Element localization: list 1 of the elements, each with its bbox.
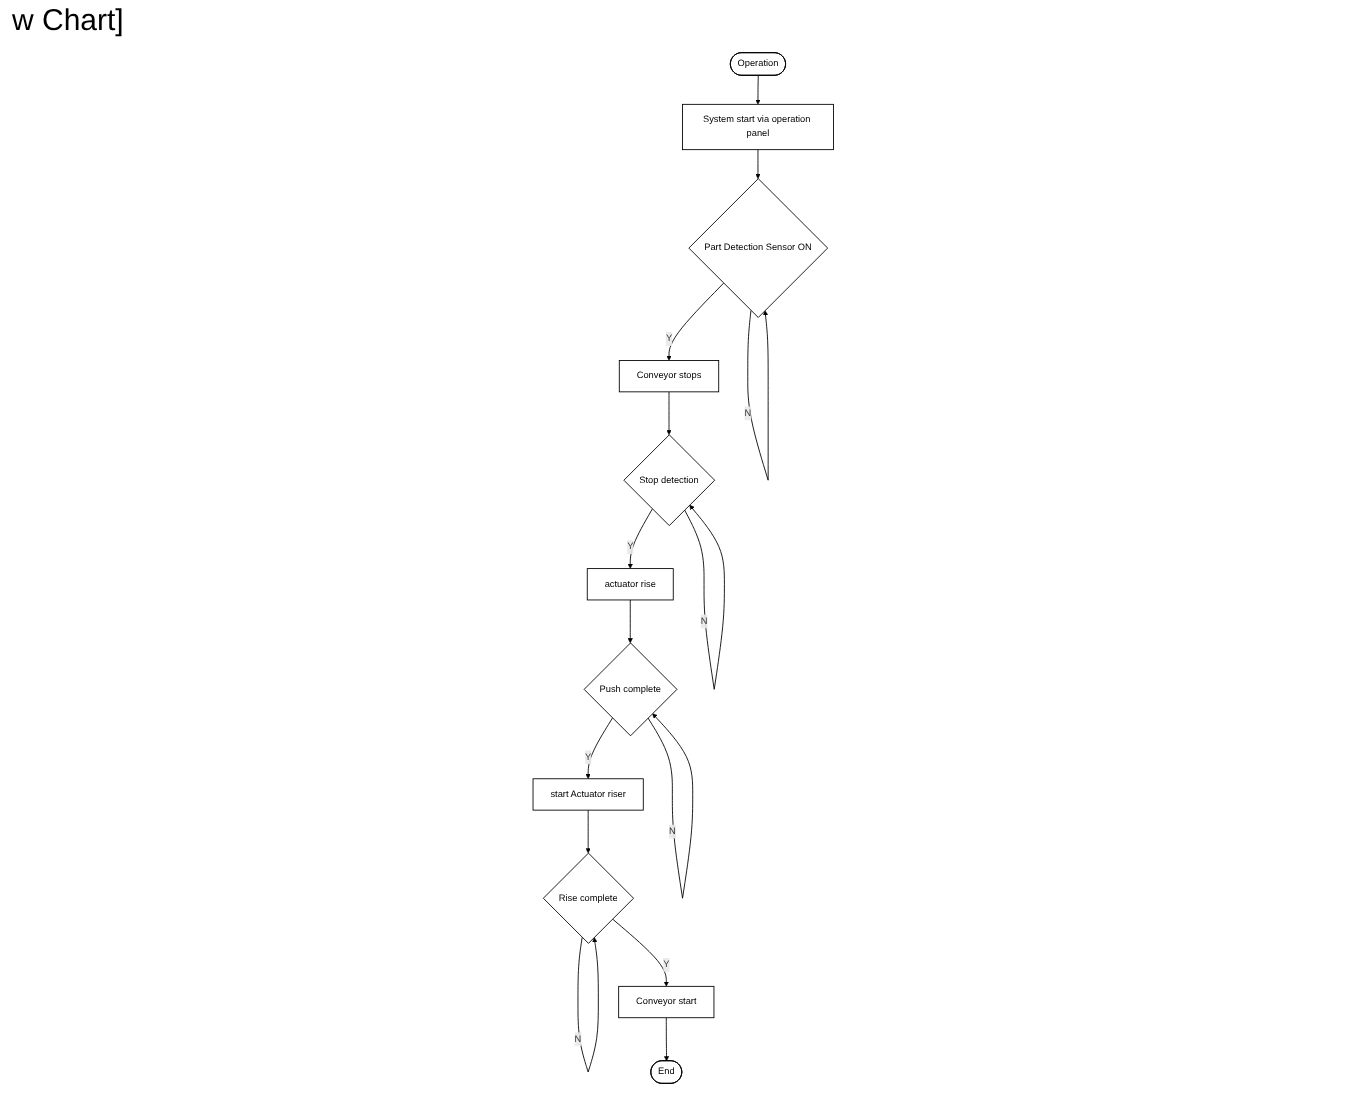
diagram-title: w Chart] [10,2,126,42]
